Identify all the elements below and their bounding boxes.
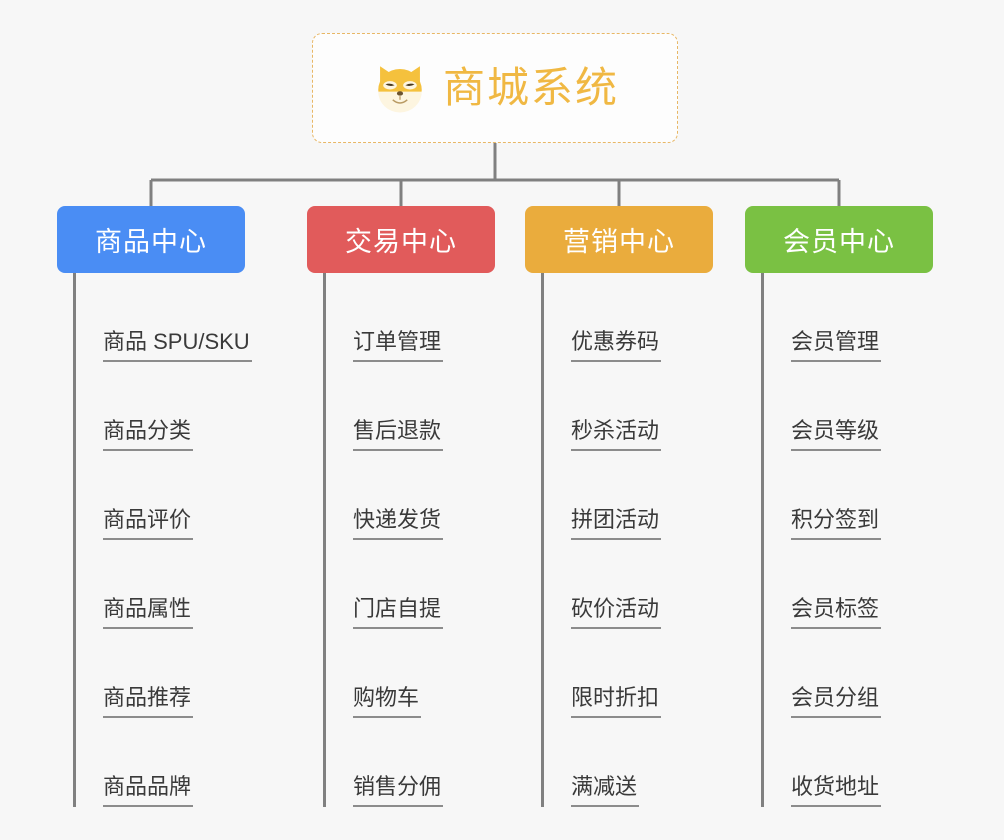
child-label: 商品分类 xyxy=(103,417,194,451)
child-label: 商品评价 xyxy=(103,506,194,540)
category-label: 商品中心 xyxy=(95,227,207,257)
list-item[interactable]: 优惠券码 xyxy=(525,273,713,362)
list-item[interactable]: 商品 SPU/SKU xyxy=(57,273,252,362)
list-item[interactable]: 积分签到 xyxy=(745,451,933,540)
category-box-trade-center[interactable]: 交易中心 xyxy=(307,206,495,273)
list-item[interactable]: 限时折扣 xyxy=(525,629,713,718)
category-label: 营销中心 xyxy=(563,227,675,257)
branch-trunk xyxy=(541,273,544,807)
list-item[interactable]: 会员分组 xyxy=(745,629,933,718)
branch-product-center: 商品中心 商品 SPU/SKU 商品分类 商品评价 商品属性 商品推荐 商品品牌 xyxy=(57,206,252,807)
child-label: 购物车 xyxy=(353,684,422,718)
list-item[interactable]: 秒杀活动 xyxy=(525,362,713,451)
child-label: 秒杀活动 xyxy=(571,417,662,451)
category-box-member-center[interactable]: 会员中心 xyxy=(745,206,933,273)
list-item[interactable]: 会员标签 xyxy=(745,540,933,629)
branch-marketing-center: 营销中心 优惠券码 秒杀活动 拼团活动 砍价活动 限时折扣 满减送 xyxy=(525,206,713,807)
list-item[interactable]: 商品分类 xyxy=(57,362,245,451)
child-label: 快递发货 xyxy=(353,506,444,540)
list-item[interactable]: 商品属性 xyxy=(57,540,245,629)
branch-trade-center: 交易中心 订单管理 售后退款 快递发货 门店自提 购物车 销售分佣 xyxy=(307,206,495,807)
child-label: 收货地址 xyxy=(791,773,882,807)
branch-trunk xyxy=(73,273,76,807)
list-item[interactable]: 砍价活动 xyxy=(525,540,713,629)
list-item[interactable]: 会员管理 xyxy=(745,273,933,362)
list-item[interactable]: 销售分佣 xyxy=(307,718,495,807)
child-list-marketing-center: 优惠券码 秒杀活动 拼团活动 砍价活动 限时折扣 满减送 xyxy=(525,273,713,807)
list-item[interactable]: 商品推荐 xyxy=(57,629,245,718)
child-label: 限时折扣 xyxy=(571,684,662,718)
category-label: 会员中心 xyxy=(783,227,895,257)
root-node[interactable]: 商城系统 xyxy=(312,33,678,143)
shiba-dog-face-icon xyxy=(378,66,422,113)
child-label: 会员管理 xyxy=(791,328,882,362)
child-label: 会员分组 xyxy=(791,684,882,718)
list-item[interactable]: 满减送 xyxy=(525,718,713,807)
list-item[interactable]: 门店自提 xyxy=(307,540,495,629)
child-label: 优惠券码 xyxy=(571,328,662,362)
child-label: 会员等级 xyxy=(791,417,882,451)
category-box-marketing-center[interactable]: 营销中心 xyxy=(525,206,713,273)
child-label: 订单管理 xyxy=(353,328,444,362)
child-list-product-center: 商品 SPU/SKU 商品分类 商品评价 商品属性 商品推荐 商品品牌 xyxy=(57,273,252,807)
child-label: 会员标签 xyxy=(791,595,882,629)
list-item[interactable]: 商品品牌 xyxy=(57,718,245,807)
branch-trunk xyxy=(761,273,764,807)
child-label: 门店自提 xyxy=(353,595,444,629)
child-label: 商品属性 xyxy=(103,595,194,629)
root-title: 商城系统 xyxy=(442,64,619,111)
child-label: 砍价活动 xyxy=(571,595,662,629)
child-label: 销售分佣 xyxy=(353,773,444,807)
child-label: 商品 SPU/SKU xyxy=(103,328,252,362)
category-box-product-center[interactable]: 商品中心 xyxy=(57,206,245,273)
list-item[interactable]: 拼团活动 xyxy=(525,451,713,540)
child-list-trade-center: 订单管理 售后退款 快递发货 门店自提 购物车 销售分佣 xyxy=(307,273,495,807)
branch-trunk xyxy=(323,273,326,807)
branch-member-center: 会员中心 会员管理 会员等级 积分签到 会员标签 会员分组 收货地址 xyxy=(745,206,933,807)
child-label: 商品品牌 xyxy=(103,773,194,807)
child-label: 拼团活动 xyxy=(571,506,662,540)
list-item[interactable]: 快递发货 xyxy=(307,451,495,540)
child-list-member-center: 会员管理 会员等级 积分签到 会员标签 会员分组 收货地址 xyxy=(745,273,933,807)
list-item[interactable]: 会员等级 xyxy=(745,362,933,451)
child-label: 积分签到 xyxy=(791,506,882,540)
list-item[interactable]: 商品评价 xyxy=(57,451,245,540)
list-item[interactable]: 订单管理 xyxy=(307,273,495,362)
child-label: 满减送 xyxy=(571,773,640,807)
list-item[interactable]: 购物车 xyxy=(307,629,495,718)
child-label: 商品推荐 xyxy=(103,684,194,718)
category-label: 交易中心 xyxy=(345,227,457,257)
list-item[interactable]: 收货地址 xyxy=(745,718,933,807)
child-label: 售后退款 xyxy=(353,417,444,451)
list-item[interactable]: 售后退款 xyxy=(307,362,495,451)
